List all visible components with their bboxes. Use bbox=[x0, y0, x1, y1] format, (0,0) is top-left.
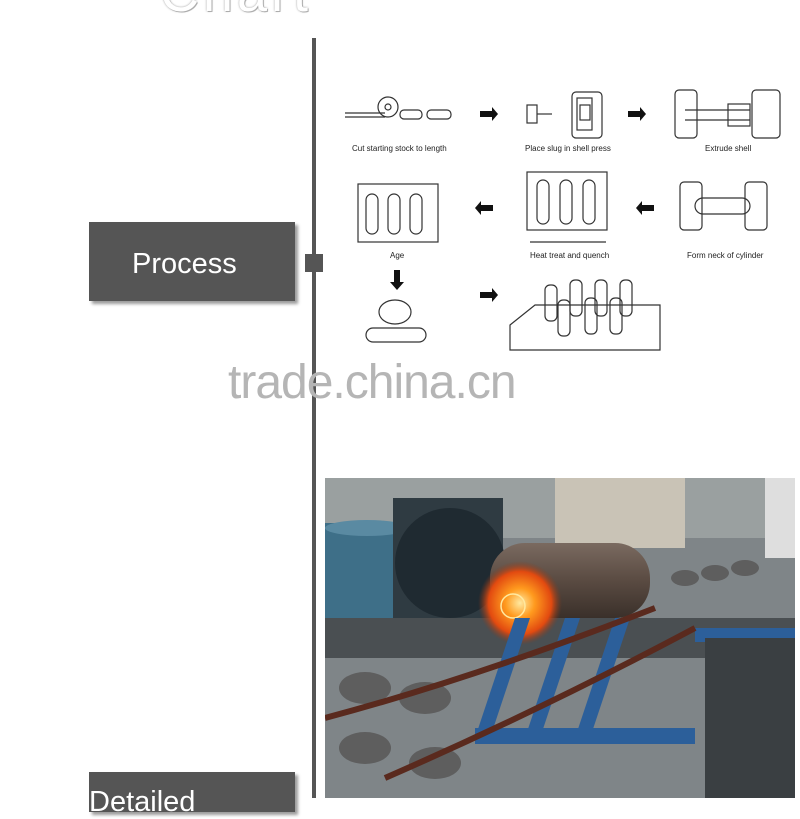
arrow-left-icon bbox=[636, 201, 654, 215]
cylinder-crate-illustration bbox=[509, 279, 661, 351]
step-label: Heat treat and quench bbox=[530, 251, 610, 260]
section-tab-label: Detailed bbox=[89, 786, 196, 818]
form-neck-illustration bbox=[679, 181, 768, 231]
step-label: Age bbox=[390, 251, 405, 260]
arrow-right-icon bbox=[628, 107, 646, 121]
age-oven-illustration bbox=[357, 183, 439, 243]
production-photo-drawing bbox=[325, 478, 795, 798]
section-tab-label: Process bbox=[132, 248, 237, 280]
watermark: trade.china.cn bbox=[228, 356, 517, 409]
arrow-down-icon bbox=[390, 270, 404, 290]
spinning-illustration bbox=[365, 299, 427, 343]
section-tab-detailed: Detailed bbox=[89, 772, 295, 818]
extrude-shell-illustration bbox=[674, 89, 781, 139]
timeline-marker bbox=[305, 254, 323, 272]
heat-treat-illustration bbox=[526, 171, 608, 243]
saw-cutting-illustration bbox=[345, 96, 452, 120]
section-tab-process: Process bbox=[89, 222, 295, 301]
process-diagram: Cut starting stock to length Place slug … bbox=[330, 80, 800, 370]
shell-press-illustration bbox=[526, 91, 603, 139]
step-label: Place slug in shell press bbox=[525, 144, 611, 153]
step-label: Extrude shell bbox=[705, 144, 752, 153]
step-label: Form neck of cylinder bbox=[687, 251, 764, 260]
page-heading: Chart bbox=[160, 0, 312, 24]
production-photo bbox=[325, 478, 795, 798]
process-diagram-drawing bbox=[345, 89, 781, 351]
timeline-line bbox=[312, 38, 316, 798]
arrow-right-icon bbox=[480, 288, 498, 302]
step-label: Cut starting stock to length bbox=[352, 144, 447, 153]
arrow-right-icon bbox=[480, 107, 498, 121]
arrow-left-icon bbox=[475, 201, 493, 215]
